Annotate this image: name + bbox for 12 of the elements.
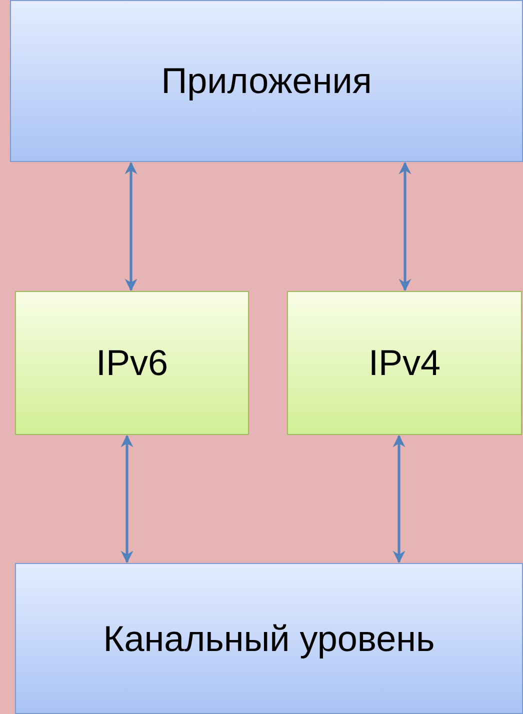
box-label: IPv6 [96, 342, 168, 384]
double-arrow [120, 434, 134, 564]
protocol-box [287, 291, 522, 435]
double-arrow [124, 162, 138, 292]
box-label: Канальный уровень [103, 618, 435, 660]
double-arrow [398, 162, 412, 292]
box-label: IPv4 [368, 342, 441, 384]
layer-box [10, 0, 523, 162]
protocol-box [15, 291, 249, 435]
double-arrow [392, 434, 406, 564]
layer-box [15, 563, 523, 714]
box-label: Приложения [161, 60, 372, 102]
